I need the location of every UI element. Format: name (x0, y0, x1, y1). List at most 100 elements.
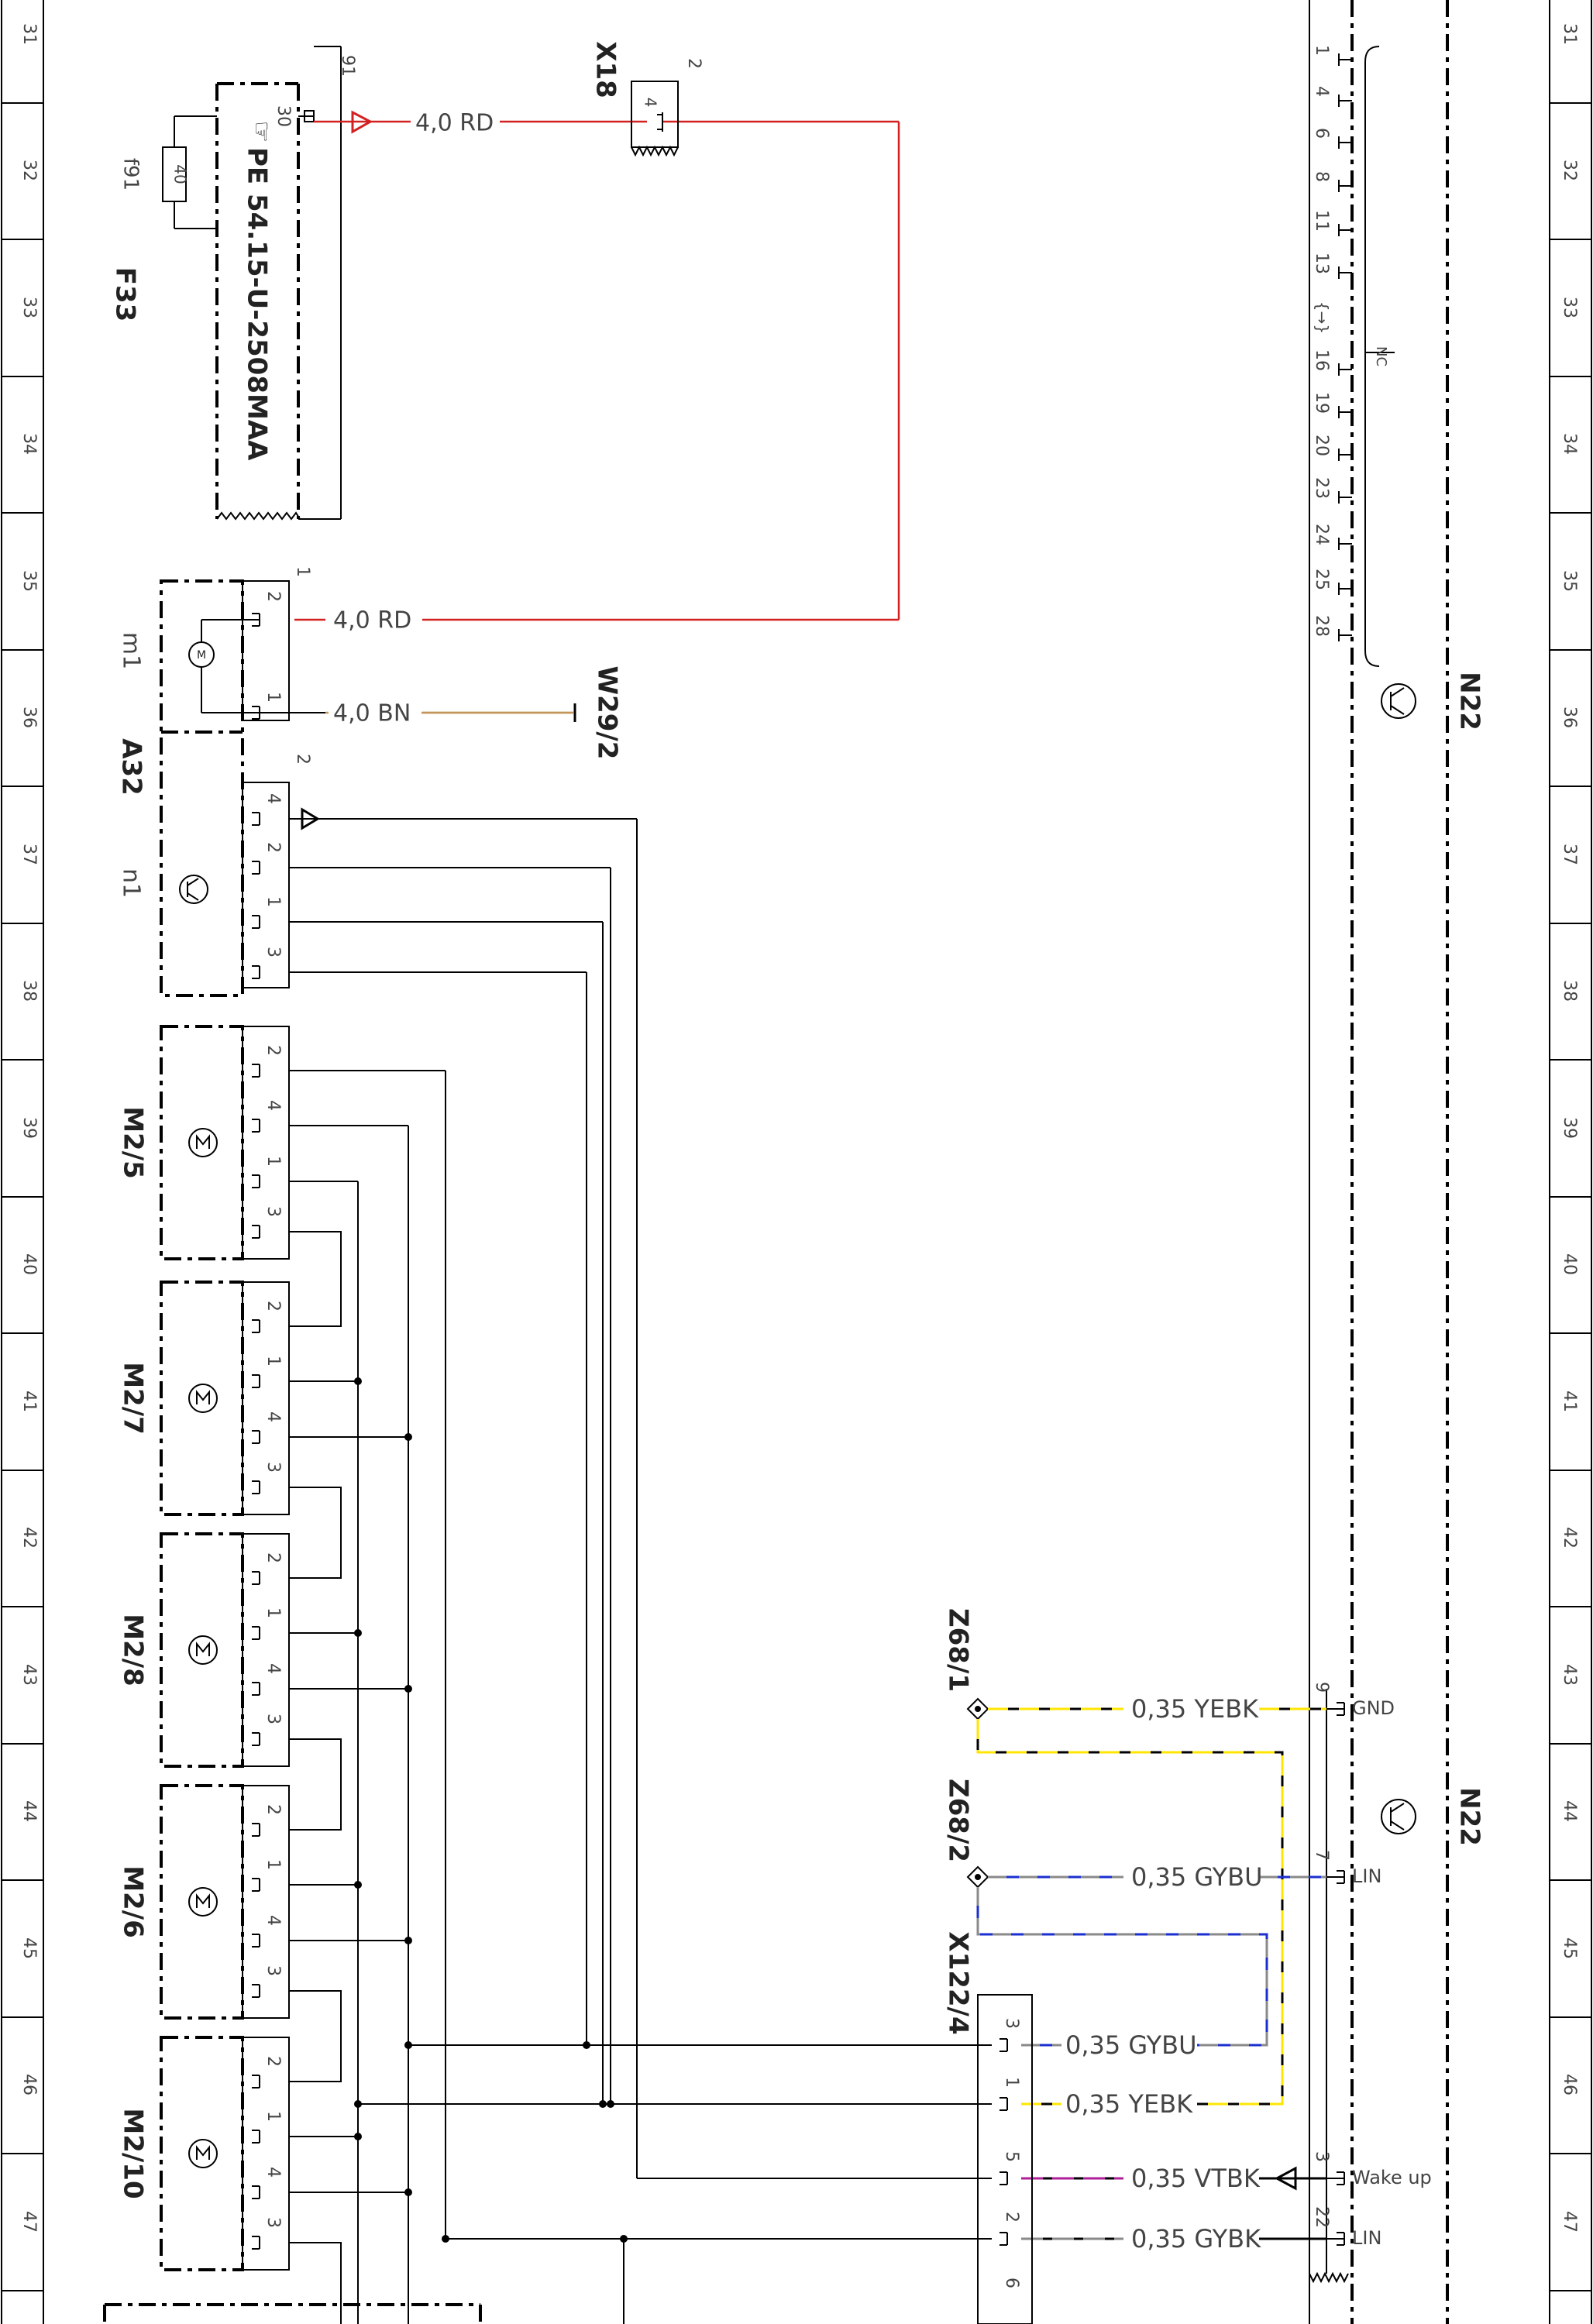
m1-letter: M (197, 649, 206, 662)
a32-n1-pin-number: 1 (263, 896, 283, 907)
ruler-number-right: 46 (1560, 2074, 1579, 2095)
n22-top-pin-number: 6 (1312, 128, 1331, 139)
motor-pin-number: 4 (263, 1100, 283, 1111)
wire-label-z682: 0,35 GYBU (1131, 1862, 1263, 1892)
x122-4-pin-number: 1 (1002, 2077, 1021, 2088)
n22-top-pin (1338, 406, 1352, 418)
n22-top-pin-number: 19 (1312, 392, 1331, 414)
ruler-number-left: 36 (19, 706, 39, 728)
n22-bottom-transistor-icon (1381, 1799, 1416, 1834)
junction-dot (583, 2041, 590, 2049)
wire-label-x122-1: 0,35 YEBK (1065, 2089, 1193, 2119)
junction-dot (404, 2188, 412, 2196)
motor-pin (252, 1319, 260, 1333)
ruler-number-left: 37 (19, 844, 39, 865)
left-ruler (1, 0, 44, 2324)
motor-pin (252, 1732, 260, 1746)
n22-top-pin-number: 11 (1312, 210, 1331, 232)
motor-pin (252, 2130, 260, 2144)
n22-top-pin-number: 4 (1312, 86, 1331, 97)
wire-label-f33-x18: 4,0 RD (415, 110, 494, 137)
a32-n1-pin (252, 965, 260, 979)
ruler-number-left: 34 (19, 433, 39, 455)
wire-label-x122-5: 0,35 VTBK (1131, 2164, 1261, 2193)
motor-designator: M2/10 (118, 2108, 149, 2199)
a32-n1-pin-number: 4 (263, 793, 283, 804)
motor-pin (252, 1823, 260, 1837)
n22-top-pin (1338, 95, 1352, 107)
n22-top-pin (1338, 583, 1352, 595)
motor-pin-number: 1 (263, 1356, 283, 1367)
n22-top-pin (1338, 449, 1352, 461)
motor-icon (188, 1128, 218, 1157)
x122-4-designator: X122/4 (943, 1931, 974, 2034)
n22-bottom-pin-number: 3 (1312, 2151, 1331, 2162)
motor-wires (289, 2136, 408, 2324)
motor-pin-number: 3 (263, 1462, 283, 1473)
x18-pin-2: 2 (684, 58, 704, 69)
wire-label-mask-bn (329, 693, 421, 732)
ruler-number-right: 31 (1560, 23, 1579, 45)
pe-block-break (216, 511, 301, 521)
motor-pin (252, 1571, 260, 1585)
motor-designator: M2/8 (118, 1614, 149, 1686)
ruler-number-left: 38 (19, 980, 39, 1002)
motor-icon (188, 1887, 218, 1917)
motor-wires (289, 1632, 408, 1831)
motor-designator: M2/6 (118, 1865, 149, 1938)
ruler-number-left: 47 (19, 2211, 39, 2233)
ruler-number-left: 40 (19, 1253, 39, 1275)
ruler-number-right: 36 (1560, 706, 1579, 728)
motor-pin-number: 2 (263, 1301, 283, 1312)
a32-designator: A32 (116, 738, 147, 796)
wire-label-a32-bn: 4,0 BN (333, 700, 411, 727)
ruler-number-left: 35 (19, 570, 39, 592)
n22-top-pin (1338, 224, 1352, 236)
f33-designator: F33 (110, 267, 141, 322)
a32-n1-pin-number: 2 (263, 842, 283, 853)
motor-pin (252, 1430, 260, 1444)
z68-2-designator: Z68/2 (943, 1779, 974, 1862)
motor-designator: M2/5 (118, 1106, 149, 1179)
x122-4-pin-number: 2 (1002, 2212, 1021, 2223)
z68-1-designator: Z68/1 (943, 1608, 974, 1692)
motor-pin-number: 3 (263, 1714, 283, 1724)
motor-pin (252, 1626, 260, 1640)
n22-bottom-designator: N22 (1454, 1787, 1485, 1846)
motor-icon (188, 1635, 218, 1665)
motor-pin-number: 4 (263, 1663, 283, 1674)
motor-pin-number: 2 (263, 1045, 283, 1056)
n22-top-pin (1338, 53, 1352, 66)
junction-dot (354, 1629, 362, 1637)
n22-dashed-rails (1350, 0, 1449, 2324)
ruler-number-right: 35 (1560, 570, 1579, 592)
x122-4-pin (999, 2097, 1008, 2111)
ruler-number-left: 33 (19, 297, 39, 318)
n1-label: n1 (118, 868, 145, 898)
ruler-number-right: 39 (1560, 1117, 1579, 1139)
junction-dot (442, 2235, 449, 2243)
n22-top-pin (1338, 538, 1352, 550)
a32-m1-pin (252, 706, 260, 720)
junction-dot (404, 1433, 412, 1441)
motor-pin-number: 2 (263, 1552, 283, 1563)
arrow-icon (1274, 2166, 1297, 2191)
a32-n1-pin (252, 915, 260, 929)
motor-pin (252, 1984, 260, 1998)
n22-top-designator: N22 (1454, 672, 1485, 731)
n22-top-pin (1338, 491, 1352, 504)
motor-pin (252, 1225, 260, 1239)
motor-icon (188, 1384, 218, 1413)
motor-wires (289, 1231, 342, 1327)
n22-top-pin (1338, 629, 1352, 641)
x122-4-pin (999, 2038, 1008, 2052)
motor-pin (252, 2075, 260, 2089)
n22-bottom-pin-number: 22 (1312, 2206, 1331, 2228)
wire-f33-x18 (294, 120, 900, 621)
ruler-number-right: 32 (1560, 160, 1579, 181)
junction-dot (404, 2041, 412, 2049)
n22-top-bracket-mark: {→} (1313, 301, 1332, 334)
ruler-number-right: 38 (1560, 980, 1579, 1002)
motor-pin (252, 1064, 260, 1078)
x122-4-pin (999, 2232, 1008, 2246)
